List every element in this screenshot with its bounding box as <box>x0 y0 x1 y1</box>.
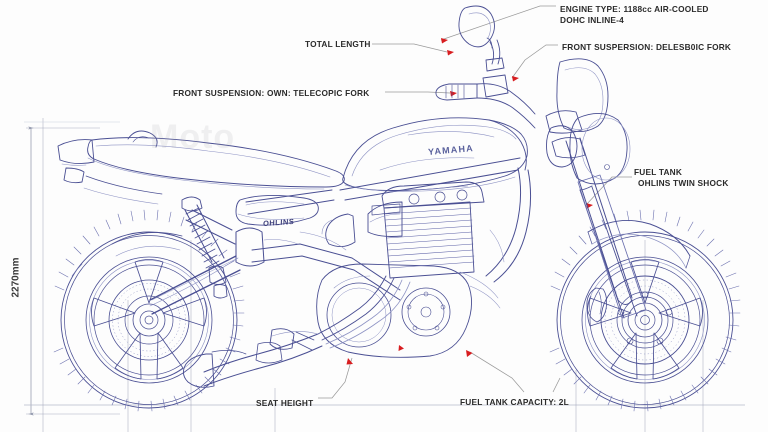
callout-engine-type-line2: DOHC INLINE-4 <box>560 15 624 25</box>
callout-front-suspension-delesboic: FRONT SUSPERSION: DELESB0IC FORK <box>562 42 731 53</box>
callout-seat-height-text: SEAT HEIGHT <box>256 398 314 408</box>
rear-shock <box>181 196 228 299</box>
front-wheel <box>549 209 741 412</box>
dimension-label-height: 2270mm <box>10 257 22 298</box>
callout-front-suspension-telecopic-text: FRONT SUSPENSION: OWN: TELECOPIC FORK <box>173 88 370 98</box>
callout-total-length: TOTAL LENGTH <box>305 39 371 50</box>
leader-lines <box>318 5 632 399</box>
footpeg-assembly <box>269 328 315 351</box>
dimension-lines <box>24 118 745 432</box>
callout-ohlins-twin-shock-label: OHLINS TWIN SHOCK <box>638 178 729 188</box>
callout-seat-height: SEAT HEIGHT <box>256 398 313 409</box>
callout-fuel-tank-capacity-text: FUEL TANK CAPACITY: 2L <box>460 397 569 407</box>
callout-front-suspension-telecopic: FRONT SUSPENSION: OWN: TELECOPIC FORK <box>173 88 369 99</box>
front-fork <box>545 110 647 319</box>
exhaust-system <box>183 331 323 388</box>
callout-total-length-text: TOTAL LENGTH <box>305 39 371 49</box>
callout-fuel-tank-capacity: FUEL TANK CAPACITY: 2L <box>460 397 569 408</box>
headlight-assembly <box>546 58 631 185</box>
side-panel <box>235 194 319 226</box>
callout-fuel-tank-label: FUEL TANK <box>634 167 683 177</box>
engine <box>316 181 485 358</box>
callout-engine-type: ENGINE TYPE: 1188cc AIR-COOLED DOHC INLI… <box>560 4 709 26</box>
callout-fuel-tank-ohlins: FUEL TANK OHLINS TWIN SHOCK <box>634 167 729 189</box>
fuel-tank <box>342 117 528 192</box>
seat-and-tail <box>57 130 345 205</box>
callout-front-suspension-delesboic-text: FRONT SUSPERSION: DELESB0IC FORK <box>562 42 732 52</box>
rear-hugger <box>111 232 183 257</box>
detail-lines <box>263 229 505 309</box>
carburetors <box>321 201 403 247</box>
motorcycle-drawing <box>53 5 741 412</box>
front-fender <box>587 219 691 269</box>
handlebar-and-mirror <box>435 5 536 129</box>
callout-engine-type-line1: ENGINE TYPE: 1188cc AIR-COOLED <box>560 4 709 14</box>
rear-wheel <box>53 209 245 412</box>
